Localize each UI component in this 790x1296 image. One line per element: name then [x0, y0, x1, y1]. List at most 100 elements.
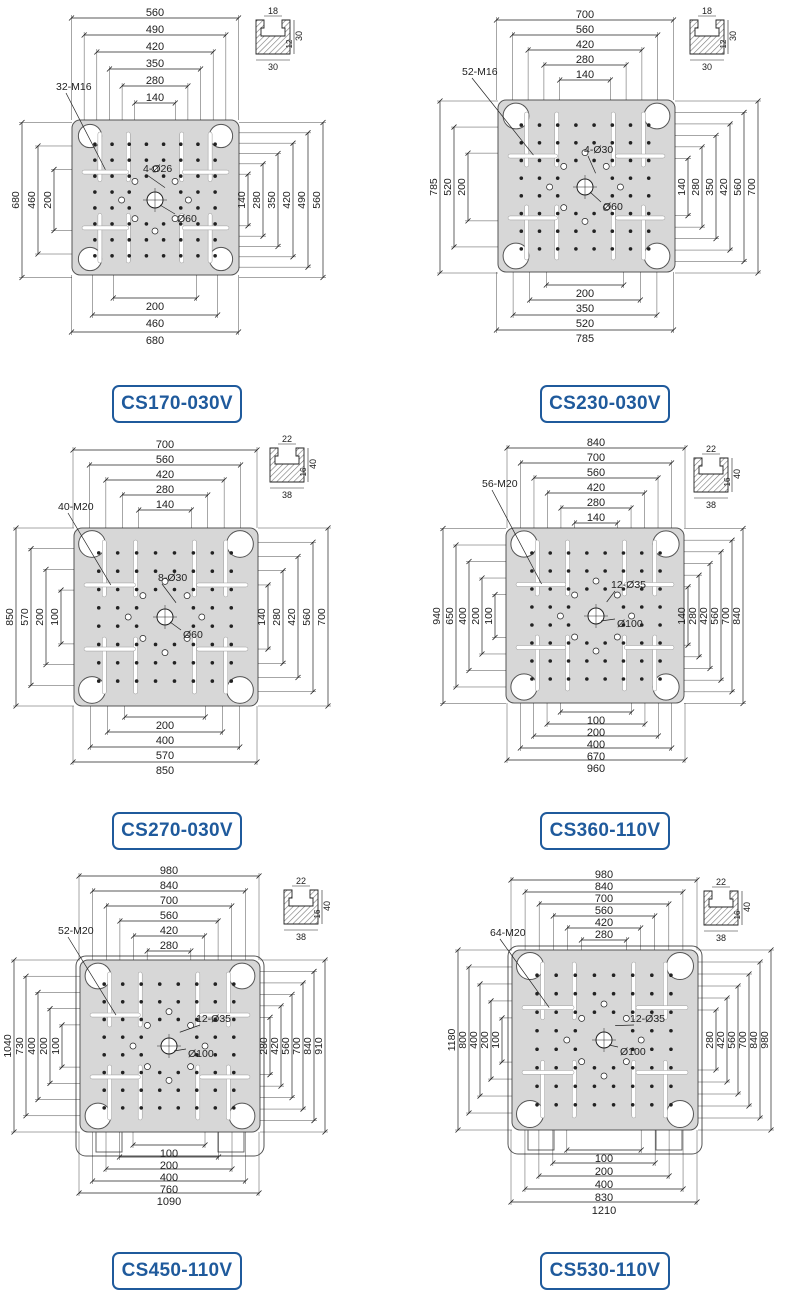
t-slot	[615, 153, 666, 159]
tapped-hole	[650, 973, 654, 977]
right-dimension-label: 350	[266, 191, 278, 209]
ejector-hole	[131, 178, 139, 185]
dimension-tick	[741, 109, 747, 116]
tapped-hole	[213, 174, 217, 178]
dimension-tick	[651, 913, 658, 919]
dimension-tick	[320, 274, 326, 281]
tapped-hole	[537, 123, 542, 127]
left-dimension-label: 785	[428, 178, 440, 196]
right-dimension-label: 560	[732, 178, 744, 196]
top-dimension-label: 140	[576, 69, 594, 81]
tapped-hole	[194, 1035, 199, 1039]
dimension-tick	[757, 959, 763, 965]
tapped-hole	[535, 991, 539, 996]
dimension-tick	[214, 312, 221, 318]
tapped-hole	[610, 229, 615, 234]
top-dimension-label: 560	[595, 905, 613, 917]
dimension-tick	[103, 903, 110, 909]
bottom-dimension-label: 830	[595, 1192, 613, 1204]
dimension-tick	[564, 1147, 570, 1153]
ejector-hole	[161, 578, 169, 585]
tapped-hole	[178, 158, 183, 162]
tapped-hole	[134, 606, 139, 610]
tapped-hole	[630, 1047, 635, 1052]
dimension-tick	[103, 477, 109, 483]
dimension-tick	[300, 1106, 306, 1112]
bottom-dimension-label: 460	[146, 318, 164, 330]
bottom-dimension-label: 100	[595, 1153, 613, 1165]
tapped-hole	[574, 140, 578, 145]
dimension-tick	[210, 49, 216, 55]
dimension-tick	[525, 47, 531, 53]
tapped-hole	[120, 982, 125, 986]
t-slot-profile	[693, 457, 729, 493]
model-label-cs450-110v: CS450-110V	[112, 1252, 242, 1290]
ejector-hole-label: 12-Ø35	[630, 1013, 665, 1025]
dimension-tick	[68, 329, 75, 335]
tapped-hole	[639, 623, 644, 627]
tapped-hole	[102, 1053, 106, 1057]
t-slot	[507, 215, 558, 221]
tapped-hole	[658, 551, 662, 555]
tapped-hole	[178, 206, 183, 210]
dimension-tick	[51, 227, 57, 234]
tapped-hole	[127, 174, 132, 178]
dimension-tick	[116, 1154, 123, 1160]
model-label-cs270-030v: CS270-030V	[112, 812, 242, 850]
profile-width-label: 22	[282, 434, 292, 444]
top-dimension-label: 350	[146, 58, 164, 70]
ejector-hole	[144, 1063, 151, 1070]
ejector-hole	[560, 204, 568, 211]
tapped-hole	[134, 551, 139, 555]
tapped-hole	[592, 1065, 597, 1070]
ejector-hole	[614, 633, 621, 641]
leader-line	[491, 489, 542, 585]
tapped-hole	[548, 677, 553, 681]
tapped-hole	[172, 551, 177, 555]
dimension-tick	[110, 295, 117, 301]
tapped-hole	[573, 1065, 578, 1070]
t-slot	[223, 539, 228, 598]
tapped-hole	[213, 142, 217, 146]
ejector-hole	[571, 633, 578, 641]
tapped-hole	[229, 551, 234, 555]
tapped-hole	[574, 247, 578, 251]
tapped-hole	[669, 1084, 673, 1089]
dimension-tick	[87, 744, 94, 750]
tapped-hole	[191, 569, 196, 574]
dimension-tick	[310, 539, 316, 546]
tapped-hole	[229, 642, 234, 647]
dimension-tick	[23, 973, 29, 980]
dimension-tick	[235, 15, 242, 21]
tapped-hole	[530, 677, 534, 681]
tapped-hole	[621, 623, 626, 627]
tapped-hole	[610, 158, 615, 163]
leader-line	[615, 1024, 635, 1026]
top-dimension-label: 420	[576, 39, 594, 51]
dimension-tick	[256, 1190, 262, 1196]
dimension-tick	[746, 1103, 752, 1109]
top-dimension-label: 140	[587, 512, 605, 524]
tapped-hole	[592, 1084, 597, 1089]
dimension-tick	[144, 948, 150, 954]
dimension-tick	[465, 218, 471, 224]
tapped-hole	[196, 158, 200, 162]
tapped-hole	[554, 1084, 558, 1089]
dimension-tick	[86, 462, 93, 468]
dimension-tick	[768, 947, 774, 953]
tapped-hole	[194, 1053, 199, 1057]
t-slot	[652, 634, 657, 692]
bottom-dimension-label: 100	[587, 715, 605, 727]
tapped-hole	[650, 1065, 654, 1070]
tapped-hole	[573, 1028, 578, 1033]
top-dimension-label: 280	[160, 940, 178, 952]
dimension-tick	[236, 744, 243, 750]
tapped-hole	[555, 140, 560, 145]
top-dimension-label: 280	[576, 54, 594, 66]
dimension-tick	[311, 968, 317, 975]
tapped-hole	[102, 1070, 106, 1075]
tapped-hole	[196, 206, 200, 210]
tapped-hole	[213, 222, 217, 226]
tapped-hole	[153, 551, 158, 555]
tapped-hole	[178, 254, 183, 258]
